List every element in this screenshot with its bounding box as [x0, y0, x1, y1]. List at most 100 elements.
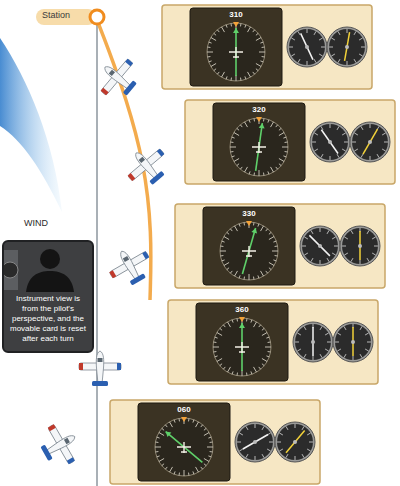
hsi-tick [235, 226, 238, 231]
gauge-tick [239, 433, 242, 435]
airplane-fuselage [96, 351, 103, 384]
hsi-tick [256, 33, 258, 35]
airplane-wingtip [128, 173, 136, 181]
gauge-needle [321, 130, 338, 154]
hsi-tick [239, 224, 240, 227]
hsi-tick [245, 167, 248, 172]
hsi-tick [253, 30, 255, 32]
gauge-tick [295, 456, 296, 460]
hsi-tick [159, 433, 164, 436]
airplane-tail [123, 80, 137, 95]
gauge-tick [337, 333, 340, 335]
gauge-tick [382, 149, 385, 151]
panel-frame [175, 204, 385, 288]
hsi-tick [222, 27, 225, 32]
hsi-tick [208, 456, 211, 457]
hsi-tick [268, 171, 269, 174]
gauge-tick [297, 349, 300, 351]
gauge-tick [354, 31, 356, 34]
hsi-tick [261, 226, 264, 231]
hsi-tick [155, 441, 158, 443]
gauge-bezel [300, 226, 340, 266]
gauge-tick [313, 356, 314, 360]
hsi-tick [259, 325, 261, 327]
hsi-tick [204, 428, 206, 430]
hsi-tick [193, 471, 194, 474]
heading-number: 320 [252, 106, 265, 114]
hsi-tick [174, 471, 175, 474]
hsi-tick [249, 171, 250, 174]
gauge-tick [361, 126, 363, 129]
lubber-mark [181, 417, 187, 422]
airplane-wingtip [67, 457, 75, 464]
gauge-tick [332, 237, 335, 239]
gauge-tick [289, 47, 293, 48]
hsi-tick [240, 23, 242, 26]
airplane-wingtip [142, 251, 149, 259]
hsi-tick [159, 459, 164, 462]
gauge-hub [253, 440, 257, 444]
gauge-tick [269, 442, 273, 443]
hsi-tick [283, 137, 286, 138]
hsi-tick [232, 156, 235, 157]
gauge-tick [372, 237, 375, 239]
gauge-tick [365, 349, 368, 351]
gauge-tick [255, 456, 256, 460]
hsi-tick [279, 128, 281, 130]
gauge-tick [279, 433, 282, 435]
gauge-tick [360, 260, 361, 264]
station-symbol [90, 10, 104, 24]
hsi-tick [271, 122, 274, 127]
hsi-tick [262, 46, 265, 48]
hsi-tick [214, 33, 216, 35]
hsi-tick [234, 159, 239, 162]
hsi-tick [266, 229, 268, 231]
gauge-tick [312, 142, 316, 143]
hsi-card [213, 318, 271, 376]
gauge-tick [330, 156, 331, 160]
hsi-tick [230, 141, 233, 143]
hsi-tick [240, 78, 242, 81]
heading-number: 310 [229, 11, 242, 19]
gauge-tick [361, 47, 365, 48]
course-needle-head [164, 429, 172, 437]
hsi-tick [201, 467, 203, 469]
hsi-card [230, 118, 288, 176]
gauge-tick [239, 449, 242, 451]
gauge-tick [347, 61, 348, 65]
hsi-tick [201, 425, 203, 427]
hsi-tick [213, 351, 216, 353]
hsi-tick [256, 64, 261, 67]
gauge-bezel [310, 122, 350, 162]
airplane-cockpit [98, 358, 103, 362]
gauge-tick [344, 326, 346, 329]
lubber-mark [246, 221, 252, 226]
airplane-cockpit [139, 157, 145, 163]
hsi-tick [265, 347, 271, 348]
gauge-tick [320, 228, 321, 232]
hsi-bezel [203, 207, 295, 285]
instrument-panel [168, 300, 378, 384]
hsi-tick [258, 275, 259, 278]
hsi-tick [170, 422, 173, 427]
gauge-tick [298, 31, 300, 34]
hsi-tick [230, 23, 232, 26]
gauge-bezel [287, 27, 327, 67]
gauge-hub [318, 244, 322, 248]
gauge-tick [304, 354, 306, 357]
gauge-tick [307, 61, 308, 65]
gauge-tick [295, 342, 299, 343]
hsi-tick [243, 222, 245, 225]
hsi-tick [276, 125, 278, 127]
hsi-tick [262, 359, 267, 362]
gauge-tick [246, 426, 248, 429]
hsi-tick [204, 464, 206, 466]
gauge-tick [337, 126, 339, 129]
airplane [103, 241, 157, 292]
gauge-tick [307, 29, 308, 33]
hsi-tick [262, 364, 264, 366]
note-text: Instrument view is from the pilot's pers… [9, 294, 87, 344]
hsi-aircraft-symbol [235, 342, 249, 353]
gauge-bezel [235, 422, 275, 462]
